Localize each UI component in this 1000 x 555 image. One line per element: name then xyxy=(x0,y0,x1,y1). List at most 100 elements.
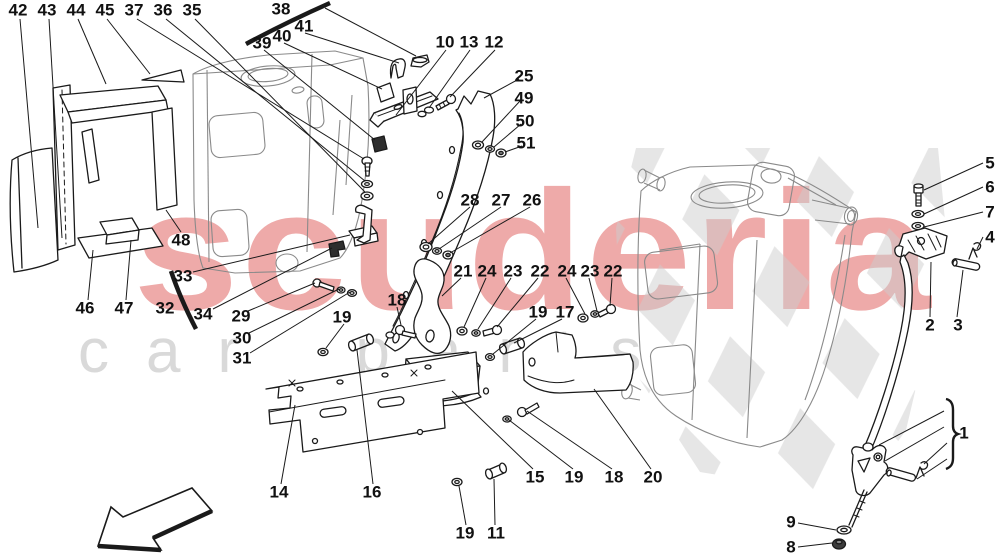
part-number-43: 43 xyxy=(38,1,57,20)
washer-7 xyxy=(911,221,925,231)
tab-41 xyxy=(389,58,406,79)
release-rod-2 xyxy=(848,245,913,528)
leader-line xyxy=(165,18,366,182)
checker-flag-pattern xyxy=(616,148,948,498)
leader-line xyxy=(508,419,574,470)
part-number-25: 25 xyxy=(515,67,534,86)
group-line-38 xyxy=(244,0,331,46)
wedge-45 xyxy=(141,69,185,83)
washer-19-sleeve-11 xyxy=(451,462,508,487)
leader-line xyxy=(87,249,94,301)
strip-small xyxy=(81,128,100,184)
part-number-7: 7 xyxy=(985,203,994,222)
leader-line xyxy=(493,478,496,526)
part-number-40: 40 xyxy=(273,27,292,46)
part-number-9: 9 xyxy=(786,513,795,532)
part-number-13: 13 xyxy=(460,33,479,52)
leader-line xyxy=(496,277,539,328)
direction-arrow xyxy=(96,487,214,553)
leader-line xyxy=(797,542,833,548)
part-number-23: 23 xyxy=(581,262,600,281)
leader-line xyxy=(593,388,652,470)
clip-34 xyxy=(328,240,346,258)
part-number-29: 29 xyxy=(232,307,251,326)
leader-line xyxy=(19,18,39,229)
leader-line xyxy=(192,234,351,273)
pin-3 xyxy=(951,258,981,271)
leader-line xyxy=(441,277,462,297)
leader-line xyxy=(463,277,487,328)
part-number-19: 19 xyxy=(456,524,475,543)
mounting-plate-14 xyxy=(265,351,480,453)
leader-line xyxy=(248,288,340,334)
part-number-16: 16 xyxy=(363,483,382,502)
leader-line xyxy=(438,206,502,250)
part-number-19: 19 xyxy=(529,303,548,322)
washer-6 xyxy=(911,209,925,219)
leader-line xyxy=(304,32,400,64)
leader-line xyxy=(878,410,945,446)
leader-line xyxy=(325,323,345,349)
hardware-parts xyxy=(9,54,982,550)
part-number-51: 51 xyxy=(517,134,536,153)
leader-line xyxy=(492,318,537,355)
washer-19-sleeve-16 xyxy=(317,333,375,357)
part-number-26: 26 xyxy=(523,191,542,210)
insulation-strip-43 xyxy=(52,84,76,251)
part-number-39: 39 xyxy=(253,34,272,53)
part-number-19: 19 xyxy=(333,308,352,327)
left-fuel-tank xyxy=(193,51,369,273)
part-number-12: 12 xyxy=(485,33,504,52)
leader-line xyxy=(976,236,984,250)
support-bracket-25 xyxy=(384,90,496,352)
part-number-18: 18 xyxy=(605,468,624,487)
leader-line xyxy=(797,522,837,531)
leader-line xyxy=(249,291,351,354)
part-number-11: 11 xyxy=(487,524,505,543)
leader-line xyxy=(923,442,948,465)
part-number-19: 19 xyxy=(565,468,584,487)
top-bracket-assembly xyxy=(369,54,439,153)
part-number-8: 8 xyxy=(786,538,795,555)
part-number-32: 32 xyxy=(156,299,175,318)
part-number-4: 4 xyxy=(985,228,995,247)
r-clip-4 xyxy=(968,242,982,260)
leader-line xyxy=(493,123,522,148)
part-number-28: 28 xyxy=(461,191,480,210)
part-number-17: 17 xyxy=(556,303,575,322)
screw-12-washers-13 xyxy=(417,93,457,118)
part-number-24: 24 xyxy=(478,262,497,281)
lever-bracket xyxy=(895,227,948,260)
leader-line xyxy=(923,186,984,215)
leader-line xyxy=(483,78,520,99)
part-number-41: 41 xyxy=(295,17,314,36)
clevis-pin-1 xyxy=(885,467,917,482)
cover-20 xyxy=(522,331,634,394)
leader-line xyxy=(526,410,613,470)
leader-line xyxy=(280,404,296,485)
screw-washers-35-36-37 xyxy=(360,156,374,201)
part-number-46: 46 xyxy=(76,299,95,318)
nut-8 xyxy=(831,538,847,550)
part-number-49: 49 xyxy=(515,89,534,108)
leader-line xyxy=(449,206,531,254)
part-number-18: 18 xyxy=(388,291,407,310)
screw-5 xyxy=(913,183,924,207)
part-number-44: 44 xyxy=(67,1,86,20)
leader-line xyxy=(956,269,964,318)
part-number-33: 33 xyxy=(174,267,193,286)
leader-line xyxy=(356,349,374,485)
part-number-38: 38 xyxy=(272,0,291,19)
brace-1 xyxy=(945,397,962,471)
leader-line xyxy=(48,18,63,239)
leader-line xyxy=(449,49,496,98)
part-number-20: 20 xyxy=(644,468,663,487)
insulation-strip-48 xyxy=(151,107,178,211)
leader-line xyxy=(923,211,984,228)
fasteners-24-23-22-right xyxy=(577,303,617,323)
leader-line xyxy=(477,277,512,330)
part-number-22: 22 xyxy=(531,262,550,281)
leader-line xyxy=(283,42,383,90)
part-number-45: 45 xyxy=(96,1,115,20)
